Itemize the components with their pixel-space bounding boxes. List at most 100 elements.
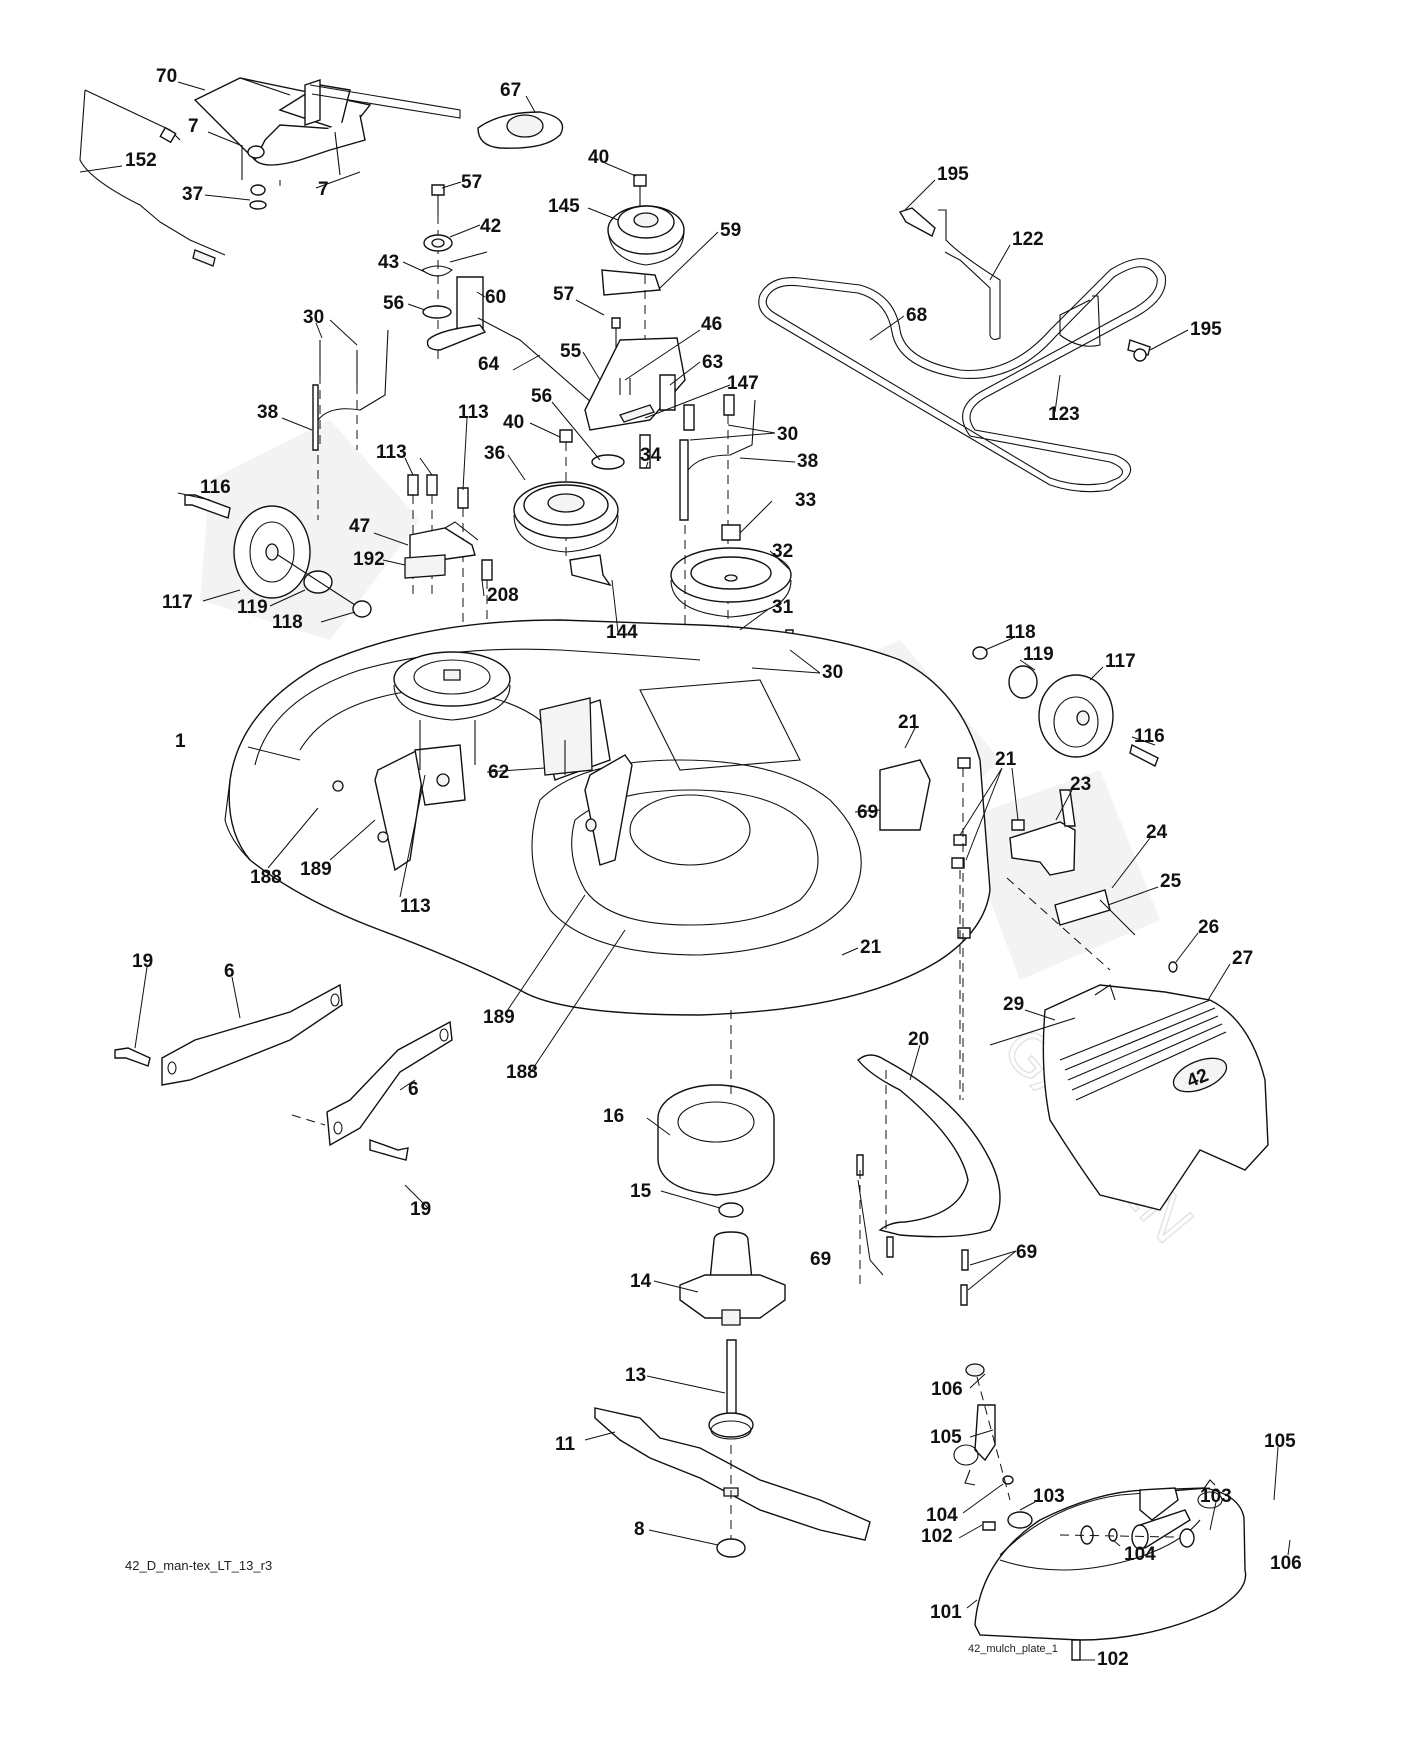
idler-bracket-assembly — [421, 184, 609, 421]
spindle-stack — [594, 1010, 871, 1558]
callout-screw: 7 — [188, 116, 199, 137]
callout-latch: 105 — [1264, 1431, 1296, 1452]
mower-deck — [224, 619, 991, 1016]
mulch-plate-caption: 42_mulch_plate_1 — [968, 1643, 1058, 1655]
callout-washer: 119 — [237, 597, 268, 618]
callout-bolt: 57 — [553, 284, 574, 305]
callout-idler-bracket: 60 — [485, 287, 506, 308]
callout-bolt: 69 — [1016, 1242, 1037, 1263]
deck-brace — [856, 1054, 1001, 1306]
callout-mulch-plate: 101 — [930, 1602, 962, 1623]
callout-washer: 119 — [1023, 644, 1054, 665]
deck-spindle-pulley — [393, 651, 511, 770]
callout-nut: 33 — [795, 490, 816, 511]
callout-washer: 104 — [1124, 1544, 1156, 1565]
callout-bolt: 46 — [701, 314, 722, 335]
callout-belt-guide: 38 — [257, 402, 278, 423]
callout-nut: 189 — [300, 859, 332, 880]
callout-engagement-cable: 152 — [125, 150, 157, 171]
belt-keeper-144 — [539, 697, 593, 776]
left-belt-guide — [312, 329, 389, 520]
callout-screw: 195 — [1190, 319, 1222, 340]
callout-belt-keeper: 144 — [606, 622, 638, 643]
callout-nut: 118 — [272, 612, 303, 633]
callout-knob: 106 — [931, 1379, 963, 1400]
right-belt-guide — [639, 394, 756, 640]
callout-mower-lift-bracket: 70 — [156, 66, 177, 87]
callout-belt-keeper: 59 — [720, 220, 741, 241]
callout-spring-cup: 42 — [480, 216, 501, 237]
callout-idler-arm: 55 — [560, 341, 582, 362]
flat-idler-assembly — [584, 174, 686, 431]
callout-belt-guide-wire: 123 — [1048, 404, 1080, 425]
callout-nut: 21 — [995, 749, 1017, 770]
left-gauge-wheel — [184, 494, 372, 618]
hanger-bracket-right — [291, 1020, 453, 1161]
mulch-plate-assembly — [953, 1363, 1247, 1661]
callout-nut: 40 — [588, 147, 609, 168]
callout-hanger-bracket: 6 — [408, 1079, 419, 1100]
callout-v-idler-pulley: 36 — [484, 443, 505, 464]
callout-spindle-shield: 16 — [603, 1106, 624, 1127]
callout-screw: 195 — [937, 164, 969, 185]
callout-blade: 11 — [555, 1434, 576, 1455]
callout-bolt: 34 — [640, 445, 662, 466]
callout-bracket: 47 — [349, 516, 370, 537]
callout-bolt: 113 — [400, 896, 431, 917]
callout-flat-idler-pulley: 145 — [548, 196, 580, 217]
callout-bracket: 192 — [353, 549, 385, 570]
callout-bolt: 69 — [810, 1249, 831, 1270]
callout-washer: 56 — [531, 386, 552, 407]
callout-belt-guide-wire: 122 — [1012, 229, 1044, 250]
callout-spindle-shaft: 13 — [625, 1365, 646, 1386]
callout-bearing: 15 — [630, 1181, 652, 1202]
chute-bracket-assembly — [951, 757, 1136, 1100]
callout-pin: 24 — [1146, 822, 1168, 843]
callout-gauge-wheel: 117 — [1105, 651, 1136, 672]
callout-bolt: 30 — [777, 424, 798, 445]
callout-gauge-wheel: 117 — [162, 592, 193, 613]
callout-knob: 106 — [1270, 1553, 1302, 1574]
callout-screw: 102 — [921, 1526, 953, 1547]
lift-bracket-assembly — [79, 77, 461, 267]
callout-nut: 21 — [898, 712, 920, 733]
callout-washer: 31 — [772, 597, 794, 618]
callout-hanger-bracket: 6 — [224, 961, 235, 982]
callout-torsion-spring: 43 — [378, 252, 399, 273]
callout-bolt: 62 — [488, 762, 509, 783]
callout-belt-guide: 38 — [797, 451, 818, 472]
deck-bracket-assembly — [404, 474, 493, 760]
v-idler-assembly — [513, 429, 625, 587]
callout-washer: 103 — [1033, 1486, 1065, 1507]
callout-nut: 40 — [503, 412, 524, 433]
callout-bolt: 30 — [822, 662, 843, 683]
hanger-bracket-left — [114, 983, 343, 1086]
callout-chute-rod: 29 — [1003, 994, 1024, 1015]
callout-wheel-bolt: 116 — [1134, 726, 1165, 747]
callout-washer: 104 — [926, 1505, 958, 1526]
callout-height-adjust-knob: 67 — [500, 80, 521, 101]
callout-blade-bolt: 8 — [634, 1519, 645, 1540]
callout-nut: 118 — [1005, 622, 1036, 643]
callout-spindle-pulley: 32 — [772, 541, 793, 562]
callout-deck-brace: 20 — [908, 1029, 929, 1050]
right-gauge-wheel — [972, 646, 1159, 767]
callout-idler-rod: 64 — [478, 354, 500, 375]
callout-bolt: 19 — [132, 951, 153, 972]
callout-stud: 188 — [250, 867, 282, 888]
callout-washer: 26 — [1198, 917, 1219, 938]
callout-deck-belt: 68 — [906, 305, 927, 326]
callout-washer: 103 — [1200, 1486, 1232, 1507]
callout-chute-spring: 25 — [1160, 871, 1182, 892]
callout-latch: 105 — [930, 1427, 962, 1448]
callout-washer: 37 — [182, 184, 203, 205]
drawing-id: 42_D_man-tex_LT_13_r3 — [125, 1558, 272, 1573]
discharge-chute: 42 — [989, 961, 1269, 1211]
callout-chute-bracket: 23 — [1070, 774, 1091, 795]
callout-nut: 21 — [860, 937, 882, 958]
callout-bolt: 113 — [458, 402, 489, 423]
leader-lines — [79, 81, 1291, 1661]
callout-bolt: 113 — [376, 442, 407, 463]
